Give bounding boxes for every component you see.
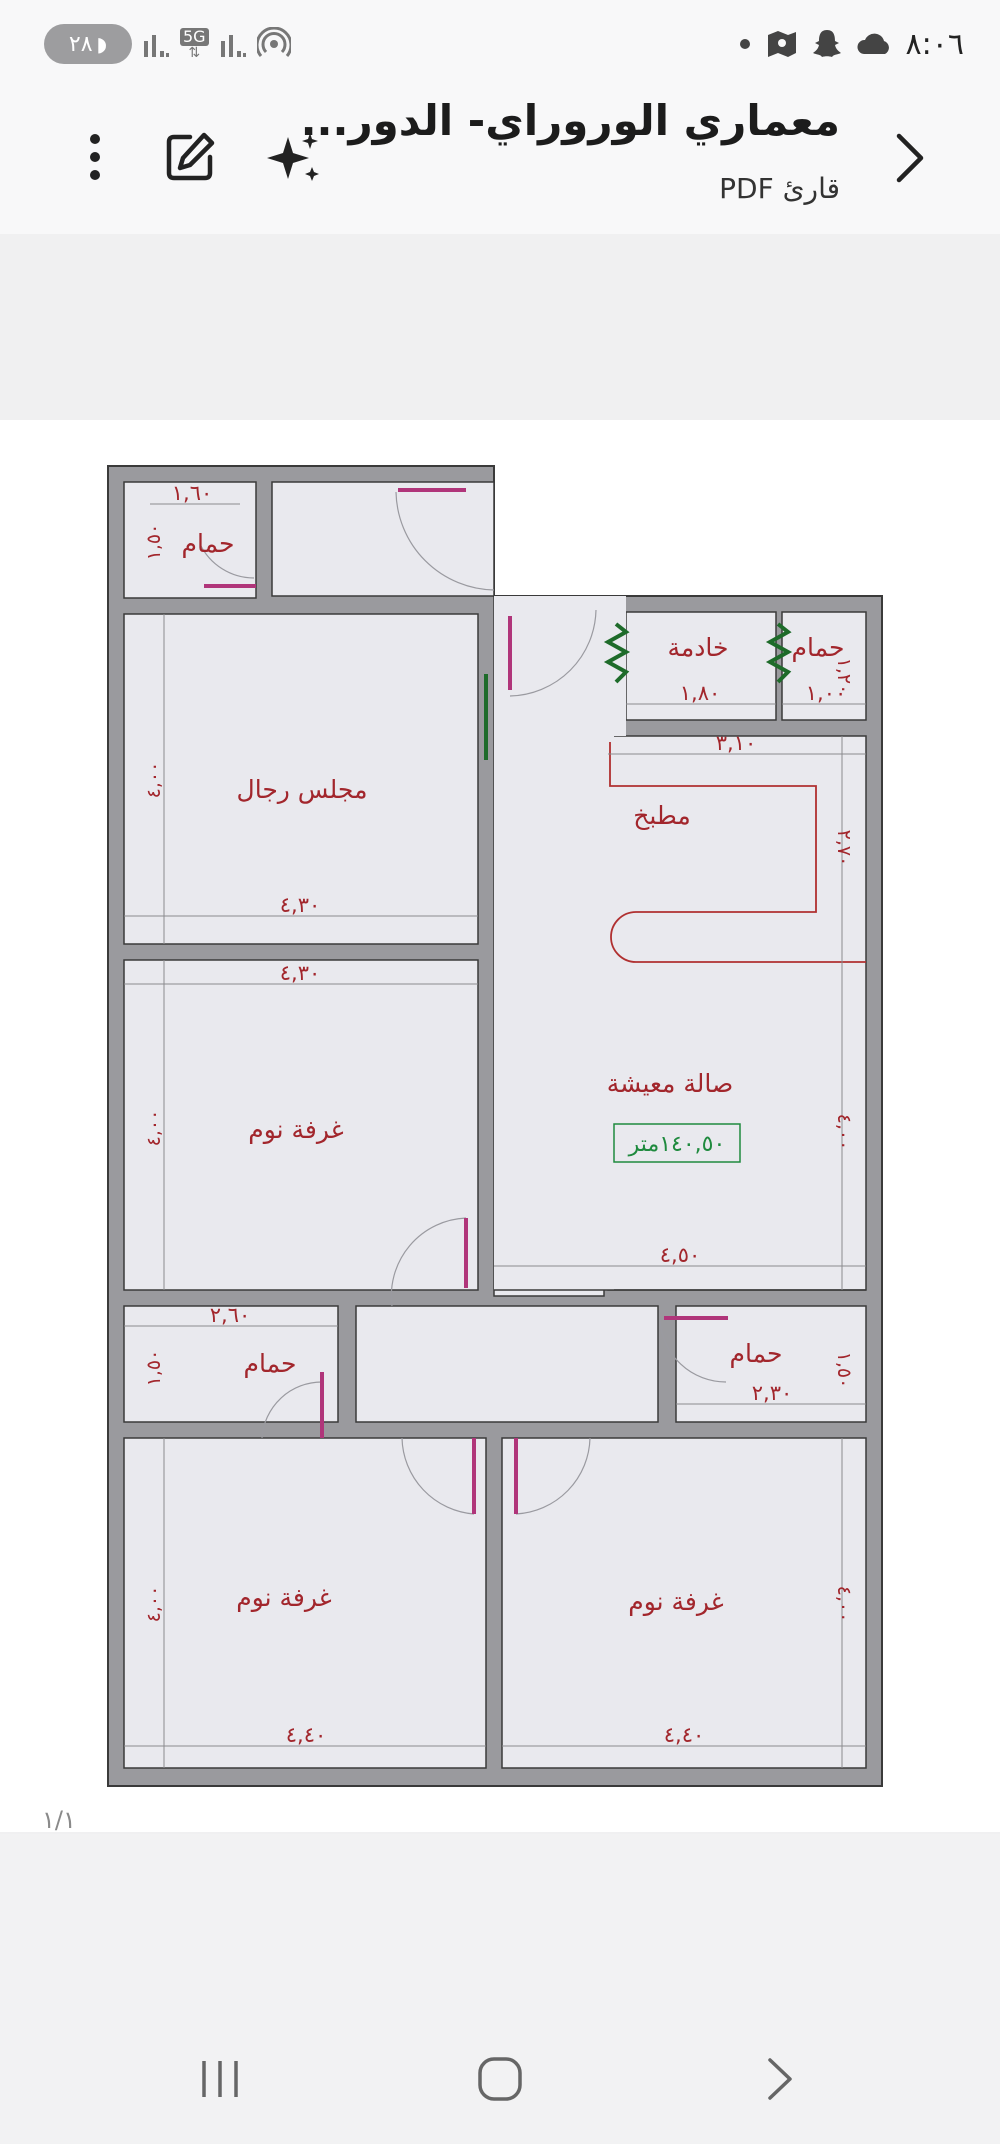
signal-icon	[144, 35, 169, 57]
dot-icon	[739, 39, 750, 49]
back-button[interactable]	[878, 122, 942, 194]
floor-hall	[355, 1305, 659, 1423]
kitchen-counter	[609, 742, 866, 963]
pdf-page[interactable]: مجلس رجال غرفة نوم غرفة نوم غرفة نوم مطب…	[0, 420, 1000, 1832]
battery-indicator: ٢٨ ◗	[44, 24, 132, 64]
signal-icon	[220, 35, 246, 57]
label-bath-mid-right: حمام	[729, 1339, 782, 1368]
floor-maid	[625, 611, 777, 721]
label-bath-top-left: حمام	[181, 529, 234, 558]
floor-plan: مجلس رجال غرفة نوم غرفة نوم غرفة نوم مطب…	[107, 465, 883, 1787]
dim-label: ١,٦٠	[172, 481, 213, 505]
label-bath-mid-left: حمام	[243, 1349, 296, 1378]
status-bar: ٢٨ ◗ 5G ⇅ ٨:٠٦	[0, 0, 1000, 82]
label-bedroom-1: غرفة نوم	[248, 1115, 344, 1144]
dim-label: ٤,٠٠	[833, 1114, 855, 1151]
floor-entry	[271, 481, 495, 597]
snapchat-icon	[812, 30, 841, 57]
battery-level: ٢٨	[68, 31, 93, 57]
label-bedroom-3: غرفة نوم	[628, 1587, 724, 1616]
dim-label: ١,٥٠	[143, 1350, 165, 1387]
more-options-button[interactable]	[70, 122, 120, 192]
area-box	[613, 1123, 741, 1163]
ai-assist-button[interactable]	[262, 122, 326, 192]
location-icon	[767, 31, 796, 57]
floor-majlis	[123, 613, 479, 945]
floor-bath-top-right	[781, 611, 867, 721]
label-bath-top-right: حمام	[791, 633, 844, 662]
dim-label: ٤,٠٠	[143, 1586, 165, 1623]
battery-icon: ◗	[96, 32, 108, 56]
nav-back-button[interactable]	[740, 2044, 820, 2114]
floor-living	[607, 735, 867, 1291]
edit-button[interactable]	[158, 122, 222, 192]
dim-label: ٢,٣٠	[752, 1381, 793, 1405]
dim-label: ١,٠٠	[806, 681, 847, 705]
floor-bath-mid-right	[675, 1305, 867, 1423]
label-living-hall: صالة معيشة	[607, 1069, 734, 1098]
status-right: ٨:٠٦	[739, 22, 964, 66]
dim-label: ٤,٤٠	[664, 1723, 705, 1747]
dim-label: ٤,٥٠	[660, 1243, 701, 1267]
dim-label: ٤,٠٠	[143, 1110, 165, 1147]
dim-label: ٤,٠٠	[143, 762, 165, 799]
dim-label: ٤,٤٠	[286, 1723, 327, 1747]
clock: ٨:٠٦	[905, 26, 964, 62]
label-mens-majlis: مجلس رجال	[237, 775, 368, 804]
sparkle-icon	[267, 133, 319, 181]
label-kitchen: مطبخ	[633, 801, 691, 831]
area-label: ١٤٠,٥٠متر	[628, 1132, 726, 1157]
dim-label: ٣,١٠	[716, 731, 757, 755]
label-maid-room: خادمة	[668, 633, 729, 662]
dim-label: ٢,٦٠	[210, 1303, 251, 1327]
dim-label: ٢,٧٠	[833, 830, 855, 867]
page-indicator: ١/١	[42, 1806, 76, 1834]
floor-bath-mid-left	[123, 1305, 339, 1423]
more-vertical-icon	[90, 134, 100, 180]
status-left: ٢٨ ◗ 5G ⇅	[44, 22, 291, 66]
floor-bath-top-left	[123, 481, 257, 599]
dim-label: ١,٥٠	[143, 524, 165, 561]
recent-apps-icon	[202, 2061, 238, 2097]
recent-apps-button[interactable]	[180, 2044, 260, 2114]
back-icon	[768, 2058, 792, 2100]
floor-bedroom-3	[501, 1437, 867, 1769]
back-chevron-icon	[896, 133, 924, 183]
dim-label: ١,٥٠	[833, 1352, 855, 1389]
document-title: معماري الوروراي- الدور...	[300, 96, 840, 145]
5g-icon: 5G ⇅	[180, 28, 209, 60]
dim-label: ٤,٣٠	[280, 893, 321, 917]
home-button[interactable]	[460, 2044, 540, 2114]
app-bar: معماري الوروراي- الدور... قارئ PDF	[0, 82, 1000, 234]
hotspot-icon	[256, 27, 291, 57]
cloud-icon	[857, 33, 889, 54]
edit-icon	[166, 132, 215, 181]
dim-label: ١,٨٠	[680, 681, 721, 705]
app-subtitle: قارئ PDF	[719, 172, 840, 205]
dim-label: ٤,٠٠	[833, 1586, 855, 1623]
label-bedroom-2: غرفة نوم	[236, 1583, 332, 1612]
dim-label: ١,٢٠	[833, 658, 855, 695]
system-nav-bar	[0, 2020, 1000, 2144]
dim-label: ٤,٣٠	[280, 961, 321, 985]
floor-bedroom-1	[123, 959, 479, 1291]
home-icon	[478, 2057, 522, 2101]
